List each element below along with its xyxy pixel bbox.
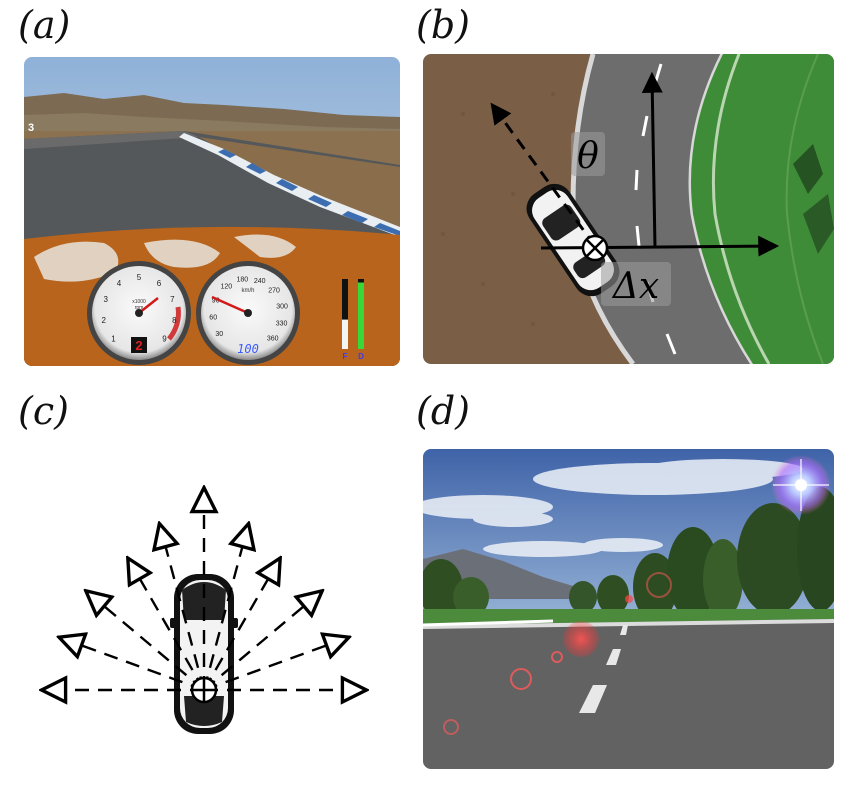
speed-tick-label: 180 xyxy=(236,277,248,284)
road-surface xyxy=(423,619,834,769)
tach-tick-label: 5 xyxy=(137,273,142,282)
sensor-rays xyxy=(44,490,364,690)
speed-tick-label: 360 xyxy=(267,336,279,343)
sensor-origin-marker xyxy=(190,676,218,704)
speed-unit: km/h xyxy=(241,288,254,294)
track-kerb xyxy=(179,133,400,237)
sensor-ray xyxy=(202,526,248,691)
speed-tick-label: 60 xyxy=(209,315,217,322)
sensor-ray xyxy=(203,592,320,691)
delta-x-label: Δx xyxy=(611,266,659,307)
clouds xyxy=(423,459,803,557)
lap-number: 3 xyxy=(28,122,34,134)
damage-gauge-bar: D xyxy=(358,279,364,361)
panel-label-c: (c) xyxy=(18,389,69,433)
car-center-marker xyxy=(581,234,609,262)
panel-b-top-view: θ Δx xyxy=(423,54,834,364)
tach-tick-label: 4 xyxy=(117,279,122,288)
panel-label-d: (d) xyxy=(416,389,470,433)
tach-unit: x1000 xyxy=(132,299,146,305)
tach-tick-label: 7 xyxy=(170,295,175,304)
tach-tick-label: 3 xyxy=(103,295,108,304)
panel-label-a: (a) xyxy=(18,3,71,47)
gear-indicator: 2 xyxy=(135,338,142,353)
panel-c-sensor-diagram xyxy=(24,470,384,750)
tachometer-gauge: 1 2 34 5 67 8 9 x1000 rpm 2 xyxy=(87,261,191,365)
speed-tick-label: 270 xyxy=(268,288,280,295)
fuel-gauge-bar: F xyxy=(342,279,348,361)
tach-tick-label: 6 xyxy=(157,279,162,288)
tach-sub: rpm xyxy=(135,305,144,311)
theta-label: θ xyxy=(577,136,599,177)
fuel-label: F xyxy=(343,352,348,361)
panel-d-driver-view xyxy=(423,449,834,769)
tach-tick-label: 2 xyxy=(101,316,106,325)
sensor-ray xyxy=(160,526,206,691)
speed-tick-label: 120 xyxy=(220,284,232,291)
sensor-ray xyxy=(203,638,347,692)
speed-readout: 100 xyxy=(237,342,259,356)
speed-tick-label: 90 xyxy=(212,297,220,304)
speed-tick-label: 30 xyxy=(215,331,223,338)
trees xyxy=(423,487,834,621)
track-direction-arrow xyxy=(641,71,663,249)
speed-tick-label: 330 xyxy=(276,321,288,328)
panel-label-b: (b) xyxy=(416,3,470,47)
heading-arrow xyxy=(490,102,597,247)
sensor-ray xyxy=(202,560,279,691)
sensor-ray xyxy=(88,592,205,691)
tach-tick-label: 8 xyxy=(172,316,177,325)
lens-flare xyxy=(443,455,831,735)
speed-tick-label: 240 xyxy=(254,278,266,285)
tach-tick-label: 1 xyxy=(111,335,116,344)
tach-tick-label: 9 xyxy=(162,335,167,344)
lateral-axis-arrow xyxy=(540,235,780,257)
sensor-ray xyxy=(61,638,205,692)
speed-tick-label: 300 xyxy=(276,303,288,310)
sensor-ray xyxy=(129,560,206,691)
damage-label: D xyxy=(358,352,364,361)
